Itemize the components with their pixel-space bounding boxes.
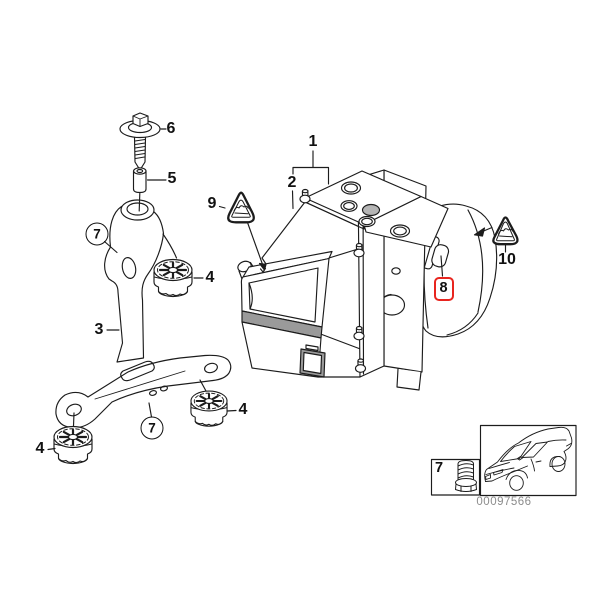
vehicle-box <box>479 424 577 497</box>
callout-4c[interactable]: 4 <box>238 401 248 418</box>
bolt <box>119 112 161 171</box>
callout-7-circled-b[interactable]: 7 <box>140 416 164 440</box>
rubber-mount <box>52 425 94 465</box>
control-module <box>237 248 361 378</box>
caution-triangle-icon <box>218 191 267 271</box>
callout-5[interactable]: 5 <box>167 170 177 187</box>
legend <box>430 424 577 497</box>
rubber-mount <box>152 258 194 298</box>
abs-hydro-unit <box>237 169 498 391</box>
callout-4a[interactable]: 4 <box>205 269 215 286</box>
leader-lines <box>47 128 507 451</box>
spacer-sleeve <box>132 167 147 212</box>
screw-icon <box>455 460 477 492</box>
bracket-arm <box>104 199 165 363</box>
callout-8-highlighted[interactable]: 8 <box>433 276 454 301</box>
legend-part-box <box>430 458 481 496</box>
caution-triangle-icon <box>473 216 519 246</box>
callout-4b[interactable]: 4 <box>35 440 45 457</box>
legend-part-ref: 7 <box>435 460 444 476</box>
bracket-base-plate <box>55 354 232 429</box>
bracket-group <box>52 112 232 465</box>
callout-6[interactable]: 6 <box>166 120 176 137</box>
car-icon <box>484 426 573 491</box>
callout-2[interactable]: 2 <box>287 174 297 191</box>
image-code: 00097566 <box>476 496 532 508</box>
callout-10[interactable]: 10 <box>498 251 516 268</box>
rubber-mount <box>189 389 229 428</box>
callout-3[interactable]: 3 <box>94 321 104 338</box>
callout-7-circled-a[interactable]: 7 <box>85 222 109 246</box>
callout-9[interactable]: 9 <box>207 195 217 212</box>
callout-1[interactable]: 1 <box>308 133 318 150</box>
arrow-icon <box>473 226 493 237</box>
